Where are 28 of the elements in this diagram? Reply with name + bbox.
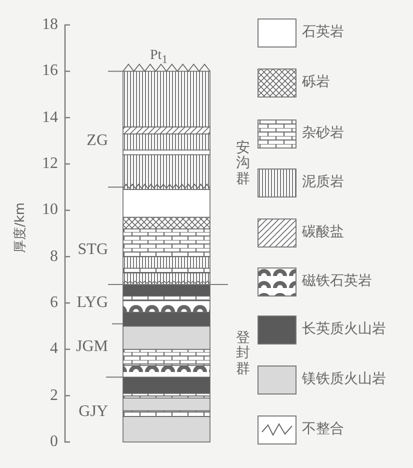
tick-label: 2: [50, 388, 58, 404]
tick-label: 8: [50, 248, 58, 265]
tick-label: 6: [50, 294, 58, 311]
legend-label: 碳酸盐: [302, 225, 344, 239]
unit-label: GJY: [78, 404, 108, 420]
tick-label: 10: [42, 202, 58, 218]
axis-title: 厚度/km: [14, 202, 27, 253]
unit-label: STG: [78, 242, 108, 258]
legend-label: 砾岩: [302, 75, 330, 89]
unit-label: ZG: [86, 132, 108, 149]
legend-label: 不整合: [302, 422, 344, 436]
tick-label: 12: [42, 156, 58, 172]
legend-label: 杂砂岩: [302, 126, 344, 140]
legend-label: 泥质岩: [302, 175, 344, 189]
group-label: 安沟群: [236, 140, 250, 188]
legend-label: 镁铁质火山岩: [302, 372, 386, 386]
tick-label: 14: [42, 110, 58, 126]
unit-label: LYG: [76, 294, 108, 311]
unit-label: JGM: [76, 339, 108, 355]
group-label: 登封群: [236, 330, 250, 378]
unit-label: Pt$_{1}$: [150, 49, 168, 66]
legend-label: 长英质火山岩: [302, 322, 386, 336]
legend-label: 磁铁石英岩: [302, 274, 372, 288]
tick-label: 4: [50, 341, 58, 358]
tick-label: 16: [42, 63, 58, 80]
tick-label: 0: [50, 434, 58, 450]
legend-label: 石英岩: [302, 25, 344, 39]
tick-label: 18: [42, 16, 58, 33]
